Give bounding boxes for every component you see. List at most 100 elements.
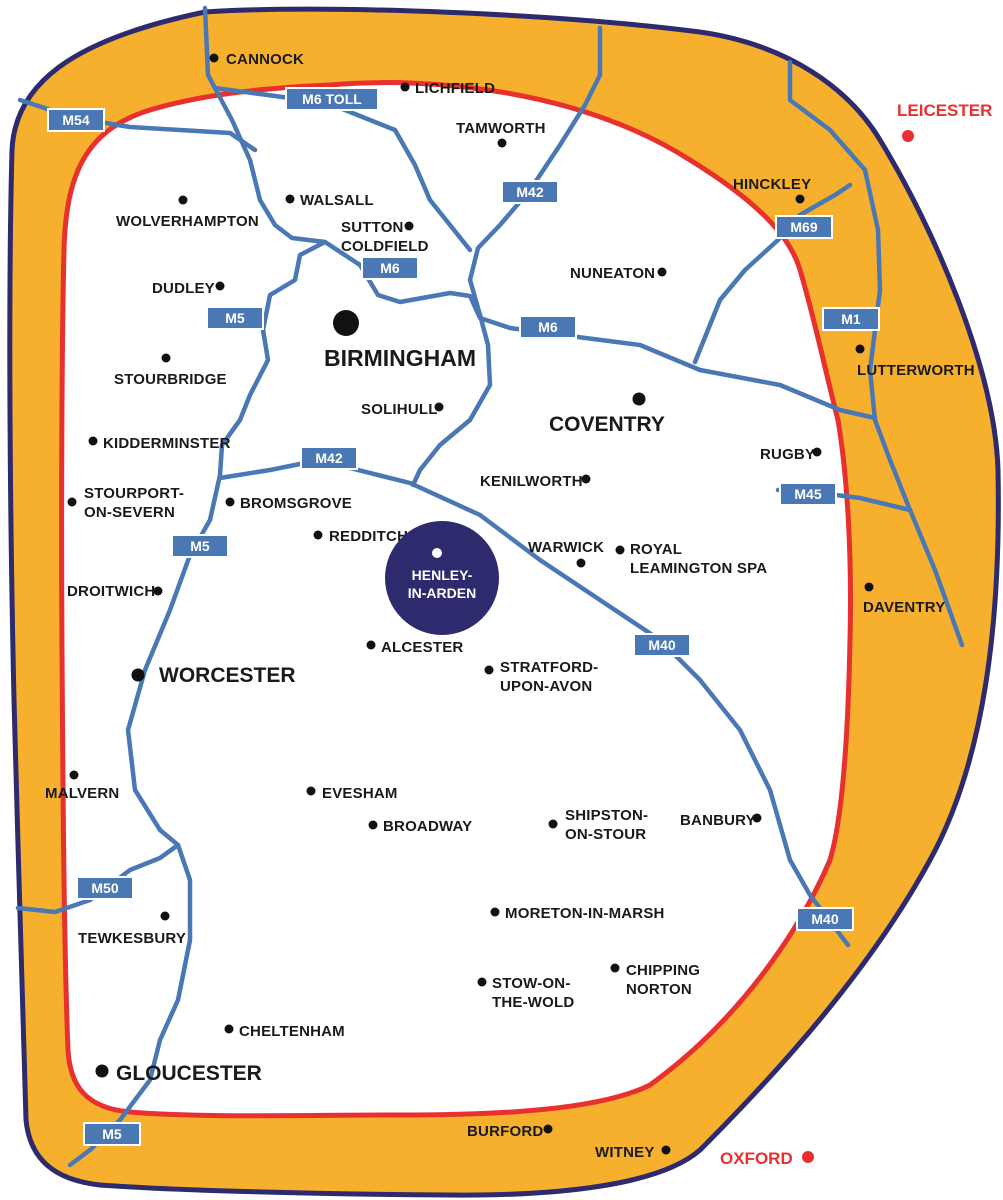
town-dot [88,436,98,446]
town-dot [615,545,625,555]
town-dot [160,911,170,921]
town-dot [178,195,188,205]
town-label: WALSALL [300,192,374,209]
town-label-line2: ON-SEVERN [84,504,175,521]
town-droitwich: DROITWICH [67,583,163,600]
town-label: HINCKLEY [733,176,811,193]
road-badge-box [47,108,105,132]
town-stratford-upon-avon: STRATFORD- UPON-AVON [484,659,598,695]
town-stourport-on-severn: STOURPORT-ON-SEVERN [67,485,184,521]
town-dot [576,558,586,568]
town-solihull: SOLIHULL [361,401,444,418]
town-hinckley: HINCKLEY [733,176,811,204]
road-badge-box [775,215,833,239]
town-label: DUDLEY [152,280,215,297]
road-badge-label: M5 [190,538,210,554]
town-dot [366,640,376,650]
town-moreton-in-marsh: MORETON-IN-MARSH [490,905,664,922]
road-badge-label: M6 [380,260,400,276]
town-label: CHIPPING [626,962,700,979]
town-dot [484,665,494,675]
city-gloucester: GLOUCESTER [95,1062,262,1085]
town-redditch: REDDITCH [313,528,408,545]
road-badge-m6-toll: M6 TOLL [285,87,379,111]
town-dot [543,1124,553,1134]
town-dot [69,770,79,780]
road-badge-label: M45 [794,486,821,502]
town-dot [657,267,667,277]
town-shipston-on-stour: SHIPSTON-ON-STOUR [548,807,648,843]
road-badge-m6: M6 [519,315,577,339]
town-label: WOLVERHAMPTON [116,213,259,230]
town-broadway: BROADWAY [368,818,472,835]
city-coventry: COVENTRY [549,392,665,436]
city-label: GLOUCESTER [116,1062,262,1085]
road-badge-m40: M40 [796,907,854,931]
town-label: ROYAL [630,541,682,558]
town-label: STOW-ON- [492,975,571,992]
town-label: STOURBRIDGE [114,371,227,388]
town-stourbridge: STOURBRIDGE [114,353,227,388]
hub-marker: HENLEY- IN-ARDEN [385,521,499,635]
town-dot [209,53,219,63]
road-m5-north [125,239,328,848]
town-dot [313,530,323,540]
city-dot [632,392,646,406]
road-badge-label: M6 TOLL [302,91,362,107]
town-walsall: WALSALL [285,192,374,209]
town-warwick: WARWICK [528,539,604,568]
town-dot [225,497,235,507]
town-label-line2: NORTON [626,981,692,998]
town-dudley: DUDLEY [152,280,225,297]
town-dot [812,447,822,457]
road-badge-m5: M5 [171,534,229,558]
town-dot [497,138,507,148]
town-label: SUTTON [341,219,404,236]
town-label: TAMWORTH [456,120,546,137]
town-label: CHELTENHAM [239,1023,345,1040]
town-dot [368,820,378,830]
town-dot [855,344,865,354]
road-badge-box [285,87,379,111]
town-label: WARWICK [528,539,604,556]
hub-label-line1: HENLEY- [412,567,473,583]
city-dot [95,1064,109,1078]
hub-label-line2: IN-ARDEN [408,585,476,601]
town-label: MALVERN [45,785,119,802]
road-badge-label: M42 [516,184,543,200]
town-evesham: EVESHAM [306,785,397,802]
external-leicester: LEICESTER [897,101,992,142]
town-label: BANBURY [680,812,756,829]
town-label: ALCESTER [381,639,463,656]
town-dot [795,194,805,204]
town-dot [548,819,558,829]
road-badge-m40: M40 [633,633,691,657]
road-badge-label: M69 [790,219,817,235]
town-label: STRATFORD- [500,659,598,676]
cities: BIRMINGHAM COVENTRY WORCESTER GLOUCESTER [95,310,665,1085]
road-m69 [692,182,853,365]
town-malvern: MALVERN [45,770,119,802]
town-kenilworth: KENILWORTH [480,473,591,490]
town-label-line2: ON-STOUR [565,826,646,843]
town-dot [490,907,500,917]
town-wolverhampton: WOLVERHAMPTON [116,195,259,230]
road-badge-box [519,315,577,339]
road-badge-m54: M54 [47,108,105,132]
town-banbury: BANBURY [680,812,762,829]
town-label-line2: UPON-AVON [500,678,592,695]
external-dot [802,1151,814,1163]
city-label: BIRMINGHAM [324,345,476,371]
road-badge-m5: M5 [83,1122,141,1146]
city-label: WORCESTER [159,664,296,687]
town-label: BROMSGROVE [240,495,352,512]
road-badge-m42: M42 [501,180,559,204]
town-tewkesbury: TEWKESBURY [78,911,186,947]
town-dot [864,582,874,592]
hub-dot [432,548,442,558]
town-label-line2: LEAMINGTON SPA [630,560,767,577]
road-badge-box [796,907,854,931]
towns: CANNOCKLICHFIELDTAMWORTHWALSALLWOLVERHAM… [45,51,975,1161]
